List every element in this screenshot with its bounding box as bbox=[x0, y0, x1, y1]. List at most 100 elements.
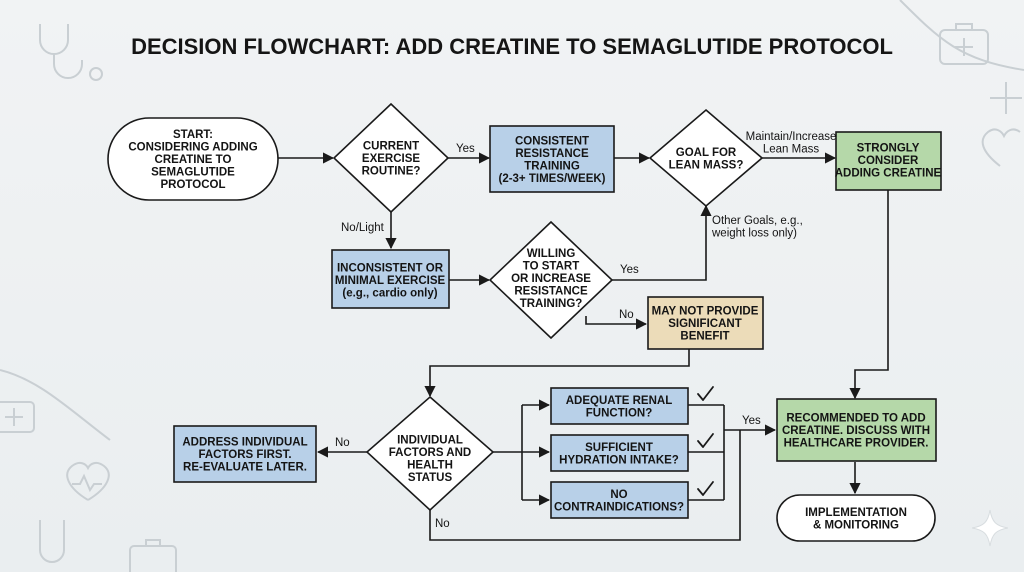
renal-function-box bbox=[550, 387, 689, 425]
address-factors-box bbox=[173, 425, 317, 483]
may-not-benefit-box bbox=[647, 296, 764, 350]
label-line: FACTORS FIRST. bbox=[198, 449, 291, 461]
page-title: DECISION FLOWCHART: ADD CREATINE TO SEMA… bbox=[131, 34, 893, 59]
label-line: Lean Mass bbox=[763, 144, 820, 156]
label-line: CREATINE TO bbox=[155, 154, 232, 166]
label-line: Other Goals, e.g., bbox=[712, 215, 803, 227]
goal-lean-mass-decision bbox=[648, 108, 764, 208]
label-line: STRONGLY bbox=[857, 143, 920, 155]
edge-label-no-bottom: No bbox=[435, 518, 450, 530]
medical-kit-icon bbox=[129, 539, 177, 572]
medical-kit-icon bbox=[939, 23, 989, 65]
label-line: EXERCISE bbox=[362, 153, 420, 165]
label-line: TO START bbox=[523, 261, 579, 273]
label-line: SUFFICIENT bbox=[585, 442, 653, 454]
edge-label-no-light: No/Light bbox=[341, 222, 385, 234]
label-line: WILLING bbox=[527, 248, 576, 260]
exercise-routine-decision bbox=[332, 102, 450, 214]
start-shape bbox=[107, 117, 279, 201]
plus-icon bbox=[990, 82, 1022, 114]
label-line: ADDRESS INDIVIDUAL bbox=[182, 437, 307, 449]
label-line: RESISTANCE bbox=[514, 286, 588, 298]
label-line: FUNCTION? bbox=[586, 407, 652, 419]
label-line: LEAN MASS? bbox=[669, 159, 744, 171]
label-line: MAY NOT PROVIDE bbox=[652, 306, 759, 318]
label-line: START: bbox=[173, 129, 213, 141]
heart-pulse-icon bbox=[66, 461, 110, 501]
label-line: CURRENT bbox=[363, 141, 419, 153]
edge-label-yes-willing: Yes bbox=[620, 264, 639, 276]
label-line: STATUS bbox=[408, 472, 453, 484]
willing-training-decision bbox=[488, 220, 614, 340]
label-line: NO bbox=[610, 489, 627, 501]
label-line: CONSIDERING ADDING bbox=[128, 142, 257, 154]
implementation-label: IMPLEMENTATION& MONITORING bbox=[805, 507, 907, 532]
recommended-box bbox=[776, 398, 937, 462]
label-line: INDIVIDUAL bbox=[397, 434, 463, 446]
label-line: PROTOCOL bbox=[161, 179, 226, 191]
checkmark-icon bbox=[697, 386, 714, 401]
label-line: TRAINING bbox=[524, 160, 580, 172]
label-line: CONTRAINDICATIONS? bbox=[554, 501, 684, 513]
label-line: & MONITORING bbox=[813, 519, 899, 531]
edge-willing-to-maynot bbox=[585, 316, 648, 330]
label-line: (2-3+ TIMES/WEEK) bbox=[498, 173, 605, 185]
edges bbox=[278, 152, 889, 541]
edge-willing-to-goal bbox=[612, 204, 712, 281]
stethoscope-icon bbox=[39, 520, 65, 563]
edge-label-yes-checks: Yes bbox=[742, 415, 761, 427]
medical-kit-icon bbox=[0, 401, 35, 433]
label-line: Maintain/Increase bbox=[746, 131, 837, 143]
label-line: SIGNIFICANT bbox=[668, 318, 741, 330]
edge-label-yes-consistent: Yes bbox=[456, 143, 475, 155]
label-line: ADEQUATE RENAL bbox=[566, 395, 672, 407]
label-line: FACTORS AND bbox=[389, 447, 471, 459]
edge-label-no-willing: No bbox=[619, 309, 634, 321]
label-line: HYDRATION INTAKE? bbox=[559, 454, 679, 466]
hydration-box bbox=[550, 434, 689, 472]
checkmark-icon bbox=[697, 481, 714, 496]
node-implementation: IMPLEMENTATION& MONITORING bbox=[776, 494, 936, 542]
label-line: HEALTH bbox=[407, 459, 453, 471]
label-line: RE-EVALUATE LATER. bbox=[183, 462, 307, 474]
sparkle-icon bbox=[971, 509, 1009, 547]
checkmark-icon bbox=[697, 433, 714, 448]
consistent-training-box bbox=[489, 125, 615, 193]
edge-strongly-to-recommended bbox=[849, 190, 889, 400]
contraindications-box bbox=[550, 481, 689, 519]
label-line: MINIMAL EXERCISE bbox=[335, 275, 446, 287]
edge-maynot-to-factors bbox=[424, 349, 690, 398]
label-line: GOAL FOR bbox=[676, 147, 737, 159]
label-line: RESISTANCE bbox=[515, 148, 589, 160]
individual-factors-decision bbox=[365, 395, 495, 512]
